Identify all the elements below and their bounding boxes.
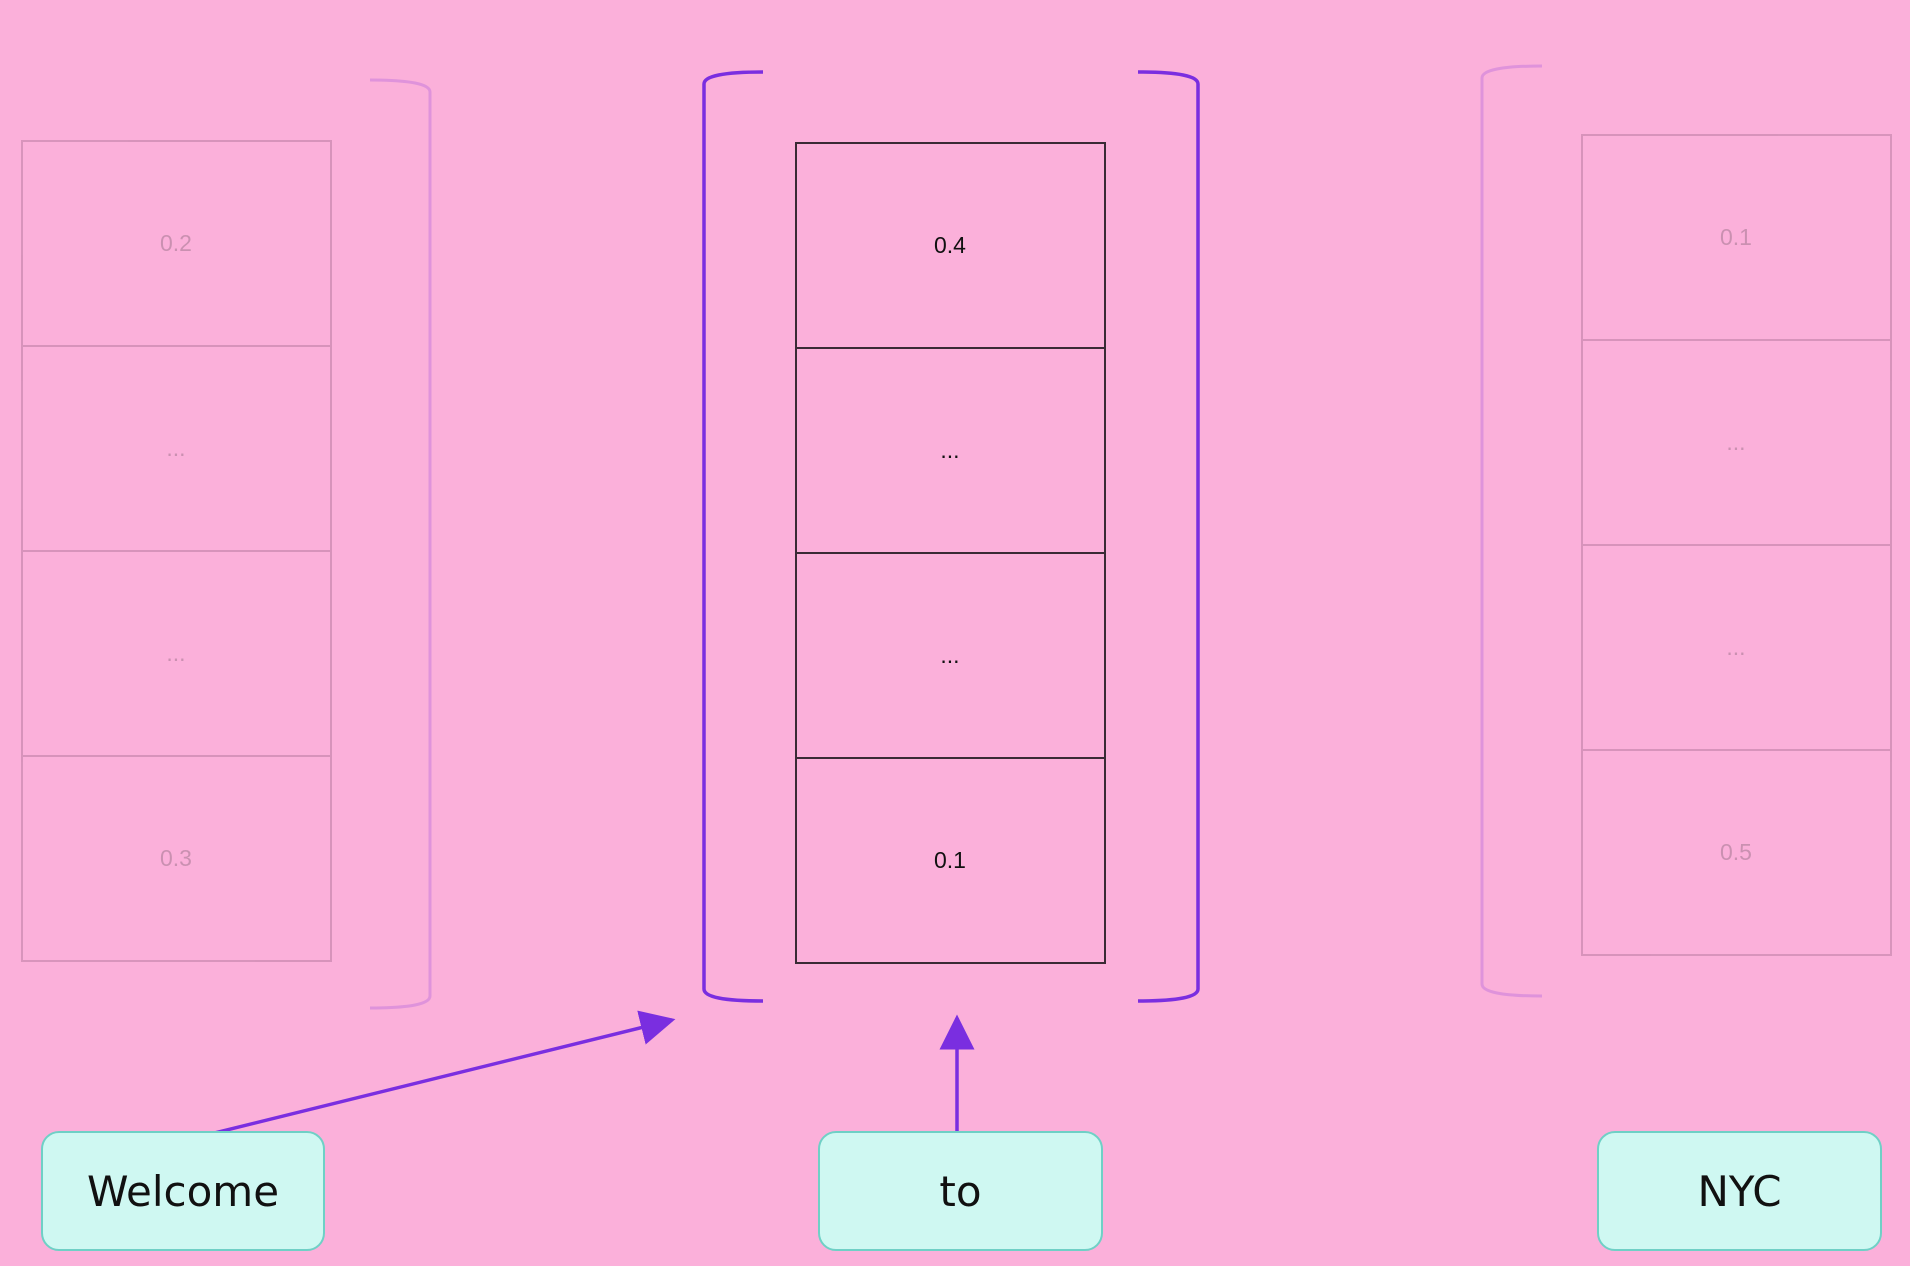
vector-nyc-value-3: 0.5: [1720, 839, 1752, 865]
vector-welcome-value-2: ...: [166, 640, 185, 666]
vector-nyc: 0.1 ... ... 0.5: [1480, 64, 1892, 998]
vector-nyc-value-0: 0.1: [1720, 224, 1752, 250]
vector-to-value-2: ...: [940, 642, 959, 668]
vector-welcome-value-0: 0.2: [160, 230, 192, 256]
token-nyc: NYC: [1597, 1131, 1882, 1251]
vector-welcome-value-1: ...: [166, 435, 185, 461]
vector-welcome-value-3: 0.3: [160, 845, 192, 871]
vector-to: 0.4 ... ... 0.1: [702, 70, 1200, 1003]
vector-nyc-cells: 0.1 ... ... 0.5: [1581, 134, 1892, 956]
vector-to-bracket-left: [702, 70, 764, 1003]
vector-to-value-0: 0.4: [934, 232, 966, 258]
vector-nyc-value-2: ...: [1726, 634, 1745, 660]
token-to: to: [818, 1131, 1103, 1251]
vector-welcome-bracket-right: [369, 78, 432, 1010]
vector-to-value-3: 0.1: [934, 847, 966, 873]
vector-nyc-cell-2: [1581, 544, 1892, 751]
token-welcome: Welcome: [41, 1131, 325, 1251]
vector-welcome-cells: 0.2 ... ... 0.3: [21, 140, 332, 962]
vector-to-bracket-right: [1137, 70, 1200, 1003]
vector-to-cells: 0.4 ... ... 0.1: [795, 142, 1106, 964]
vector-welcome-cell-1: [21, 345, 332, 552]
vector-welcome: 0.2 ... ... 0.3: [21, 78, 432, 1010]
vector-welcome-cell-2: [21, 550, 332, 757]
vector-nyc-cell-1: [1581, 339, 1892, 546]
vector-welcome-cell-3: [21, 755, 332, 962]
vector-to-cell-3: [795, 757, 1106, 964]
vector-nyc-value-1: ...: [1726, 429, 1745, 455]
vector-to-value-1: ...: [940, 437, 959, 463]
vector-welcome-cell-0: [21, 140, 332, 347]
vector-nyc-bracket-left: [1480, 64, 1543, 998]
vector-nyc-cell-0: [1581, 134, 1892, 341]
vector-nyc-cell-3: [1581, 749, 1892, 956]
arrow-welcome-to-vector: [173, 1010, 676, 1145]
